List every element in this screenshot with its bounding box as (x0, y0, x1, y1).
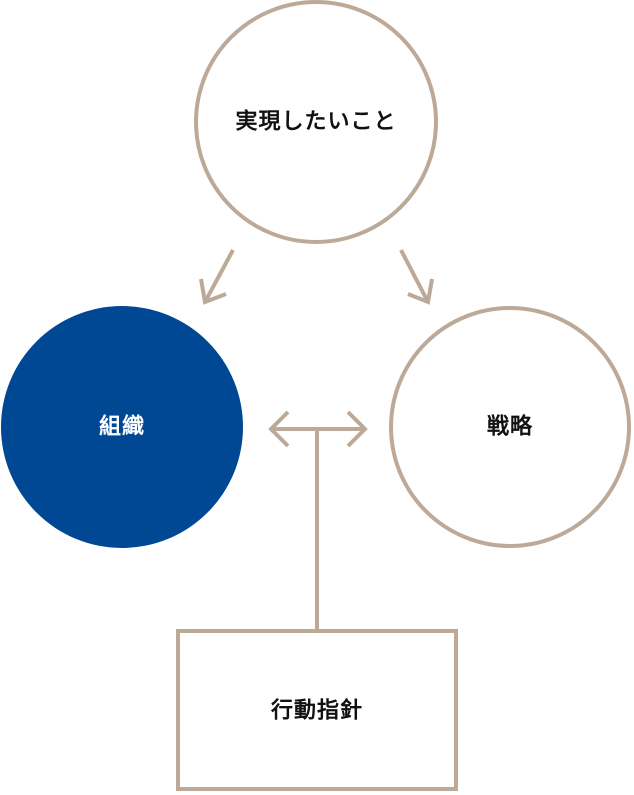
strategy-label: 戦略 (487, 414, 533, 440)
organization-circle (1, 306, 243, 548)
strategy-circle (389, 306, 631, 548)
arrow-goal-to-organization (199, 249, 235, 305)
guidelines-box (176, 629, 458, 791)
guidelines-label: 行動指針 (270, 698, 363, 724)
arrow-goal-to-strategy (399, 249, 434, 305)
goal-circle (194, 0, 438, 244)
organization-label: 組織 (99, 414, 145, 440)
goal-label: 実現したいこと (235, 109, 396, 135)
